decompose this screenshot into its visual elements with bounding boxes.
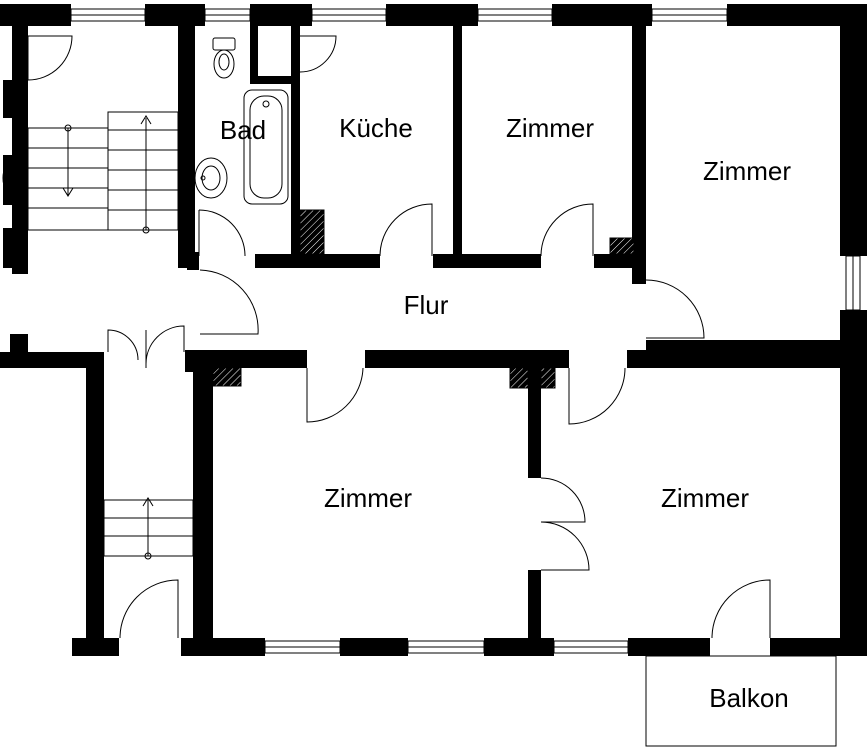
windows <box>70 8 861 654</box>
label-zimmer-bottom-left: Zimmer <box>324 483 412 513</box>
bathroom-fixtures <box>2 37 289 205</box>
walls <box>0 4 867 656</box>
balcony <box>645 655 837 747</box>
room-labels: Bad Küche Zimmer Zimmer Flur Zimmer Zimm… <box>220 113 792 713</box>
label-zimmer-bottom-right: Zimmer <box>661 483 749 513</box>
label-bad: Bad <box>220 115 266 145</box>
chimneys <box>212 209 635 389</box>
label-zimmer-top-right: Zimmer <box>703 156 791 186</box>
label-zimmer-top-mid: Zimmer <box>506 113 594 143</box>
label-flur: Flur <box>404 290 449 320</box>
label-balkon: Balkon <box>709 683 789 713</box>
stairs-upper <box>27 111 179 234</box>
label-kueche: Küche <box>339 113 413 143</box>
stairs-lower <box>103 497 194 560</box>
doors <box>27 35 771 639</box>
